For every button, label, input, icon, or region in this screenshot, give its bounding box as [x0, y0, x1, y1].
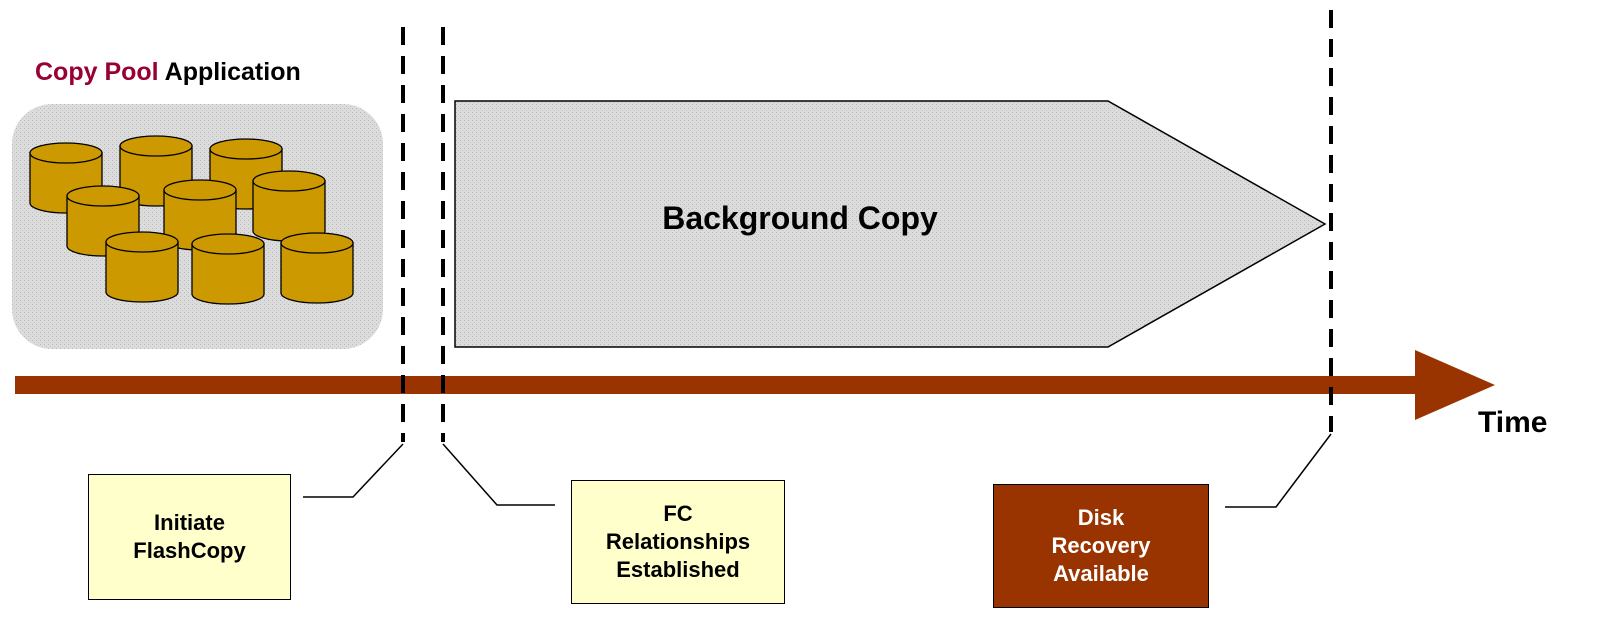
callout-initiate-flashcopy: Initiate FlashCopy: [88, 474, 291, 600]
callout-initiate-line: Initiate: [154, 510, 225, 535]
application-title: Copy Pool Application: [35, 58, 301, 87]
time-axis-label: Time: [1478, 406, 1548, 439]
leader-line-initiate: [303, 443, 404, 498]
callout-recovery-line: Available: [1053, 561, 1149, 586]
callout-recovery-line: Disk: [1077, 505, 1125, 530]
disk-cluster: [29, 135, 354, 305]
database-icon: [105, 231, 179, 303]
time-axis-arrow: [15, 350, 1495, 420]
callout-disk-recovery-available: Disk Recovery Available: [993, 484, 1209, 608]
callout-established-line: Relationships: [605, 529, 751, 554]
background-copy-label: Background Copy: [662, 200, 938, 236]
callout-established-line: Established: [616, 557, 740, 582]
callout-fc-relationships-established: FC Relationships Established: [571, 480, 785, 604]
leader-line-established: [442, 443, 555, 506]
application-title-rest: Application: [164, 58, 301, 86]
callout-established-line: FC: [663, 501, 693, 526]
database-icon: [280, 232, 354, 304]
application-title-accent: Copy Pool: [35, 58, 159, 86]
callout-initiate-line: FlashCopy: [133, 538, 246, 563]
leader-line-recovery: [1225, 433, 1332, 508]
background-copy-arrow: [454, 100, 1327, 348]
callout-recovery-line: Recovery: [1051, 533, 1151, 558]
database-icon: [252, 170, 326, 242]
database-icon: [191, 233, 265, 305]
